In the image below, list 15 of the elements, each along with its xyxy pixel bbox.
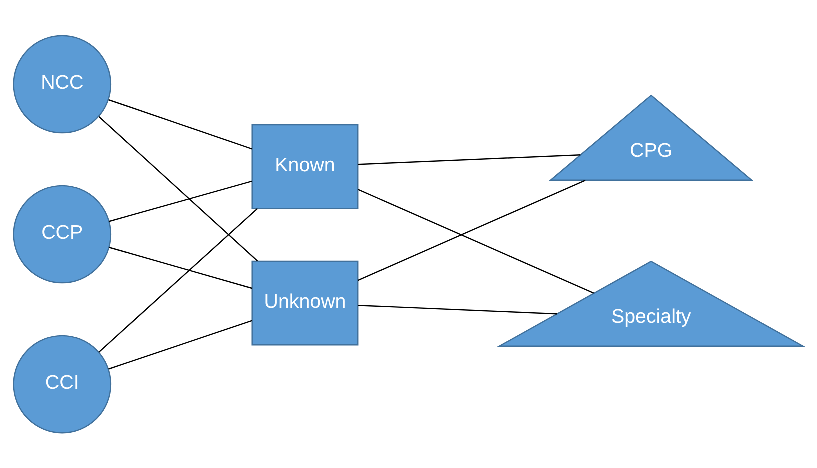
- node-box: Unknown: [252, 260, 359, 346]
- node-circle: NCC: [13, 34, 112, 134]
- connector: [109, 246, 252, 289]
- connector: [108, 320, 252, 370]
- connector: [108, 98, 252, 150]
- connector: [358, 188, 594, 294]
- node-circle: CCP: [13, 184, 112, 284]
- connector: [358, 304, 558, 314]
- connector: [358, 154, 581, 165]
- connector: [98, 116, 258, 262]
- node-box: Known: [252, 124, 359, 209]
- connector: [98, 208, 258, 352]
- connector: [109, 180, 252, 222]
- connector: [358, 179, 586, 281]
- node-circle: CCI: [13, 334, 112, 434]
